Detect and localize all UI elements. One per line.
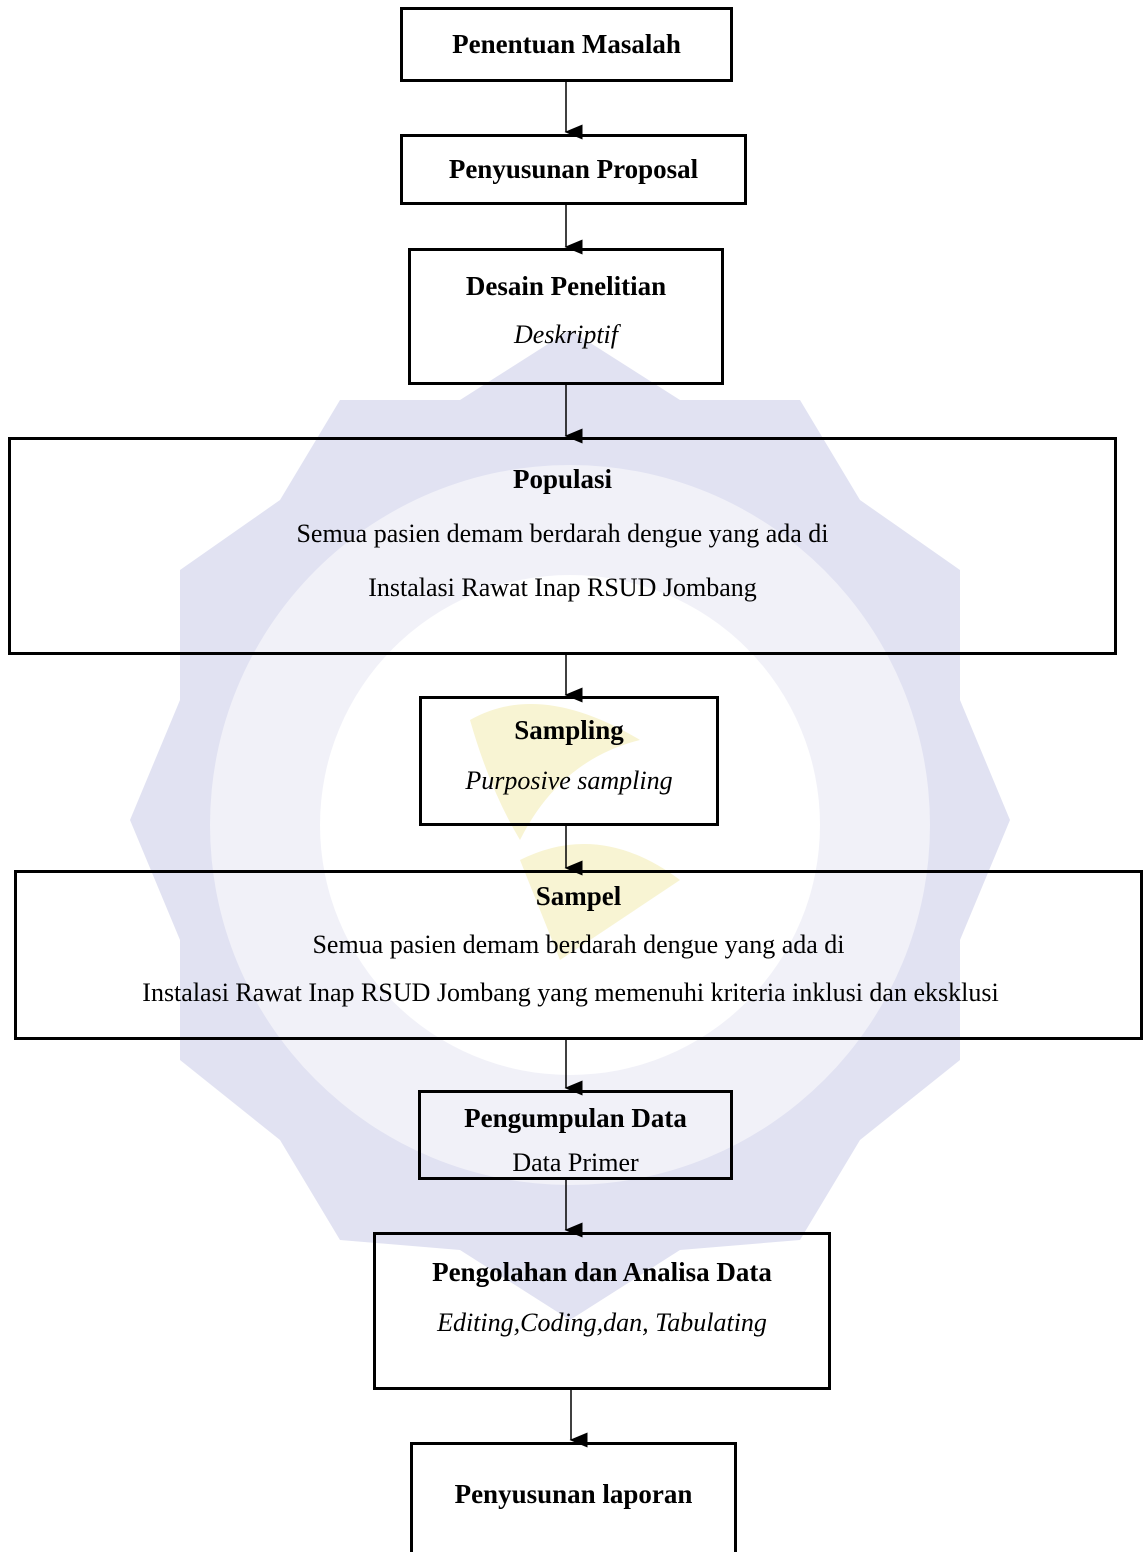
step-title: Penentuan Masalah: [452, 29, 681, 59]
step-box-pengumpulan-data: Pengumpulan Data Data Primer: [418, 1090, 733, 1180]
step-title: Sampling: [514, 715, 624, 745]
step-subtitle: Data Primer: [512, 1148, 639, 1177]
step-subtitle: Deskriptif: [514, 320, 618, 349]
step-subtitle: Purposive sampling: [465, 766, 673, 795]
step-box-populasi: Populasi Semua pasien demam berdarah den…: [8, 437, 1117, 655]
step-box-penyusunan-laporan: Penyusunan laporan: [410, 1442, 737, 1552]
step-title: Desain Penelitian: [465, 271, 667, 301]
step-title: Populasi: [512, 464, 613, 494]
step-box-sampel: Sampel Semua pasien demam berdarah dengu…: [14, 870, 1143, 1040]
step-subtitle: Editing,Coding,dan, Tabulating: [437, 1308, 767, 1337]
step-description-line-2: Instalasi Rawat Inap RSUD Jombang: [368, 573, 757, 602]
step-description-line-1: Semua pasien demam berdarah dengue yang …: [312, 930, 845, 959]
step-box-penentuan-masalah: Penentuan Masalah: [400, 7, 733, 82]
step-title: Pengumpulan Data: [464, 1103, 687, 1133]
step-box-pengolahan-analisa-data: Pengolahan dan Analisa Data Editing,Codi…: [373, 1232, 831, 1390]
step-description-line-2: Instalasi Rawat Inap RSUD Jombang yang m…: [142, 978, 999, 1007]
step-title: Penyusunan laporan: [454, 1479, 693, 1509]
step-title: Pengolahan dan Analisa Data: [432, 1257, 772, 1287]
step-description-line-1: Semua pasien demam berdarah dengue yang …: [296, 519, 829, 548]
step-box-penyusunan-proposal: Penyusunan Proposal: [400, 134, 747, 205]
step-box-desain-penelitian: Desain Penelitian Deskriptif: [408, 248, 724, 385]
step-box-sampling: Sampling Purposive sampling: [419, 696, 719, 826]
step-title: Penyusunan Proposal: [448, 154, 699, 184]
step-title: Sampel: [535, 881, 622, 911]
